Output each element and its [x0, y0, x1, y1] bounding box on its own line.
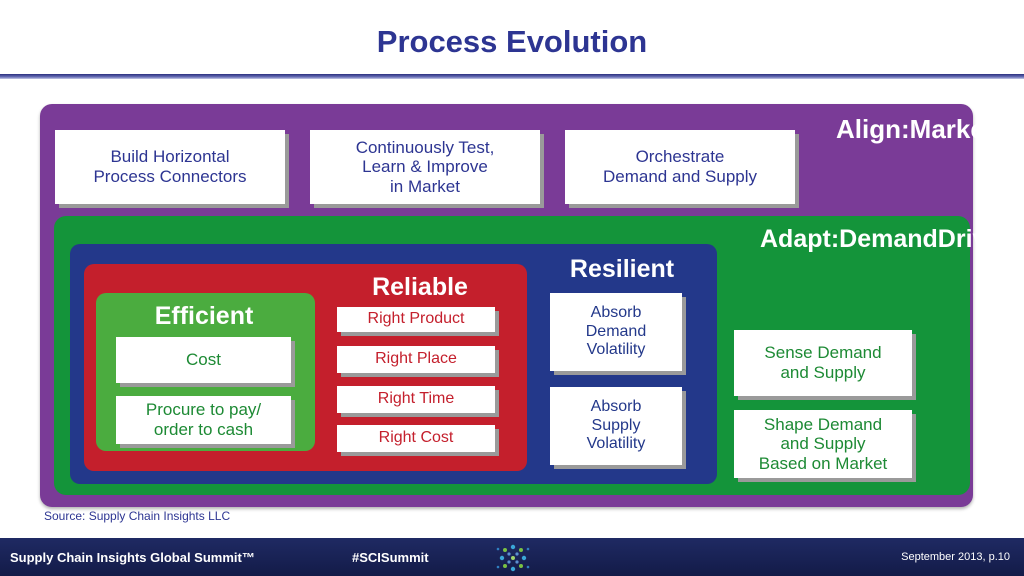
- footer-hashtag: #SCISummit: [352, 550, 429, 565]
- align-layer-label: Align:MarketDriven: [836, 114, 1024, 144]
- efficient-item-cost: Cost: [116, 337, 291, 383]
- reliable-item-place: Right Place: [337, 346, 495, 373]
- summit-logo-icon: [496, 544, 530, 572]
- title-rule: [0, 74, 1024, 79]
- adapt-layer-label: Adapt:DemandDriven: [760, 225, 1016, 253]
- page-title: Process Evolution: [376, 24, 648, 59]
- footer-date-page: September 2013, p.10: [901, 551, 1010, 563]
- footer-event-name: Supply Chain Insights Global Summit™: [10, 550, 255, 565]
- reliable-layer-label: Reliable: [372, 273, 468, 301]
- efficient-layer-label: Efficient: [154, 302, 254, 330]
- reliable-item-cost: Right Cost: [337, 425, 495, 452]
- efficient-item-procure: Procure to pay/order to cash: [116, 396, 291, 444]
- reliable-item-time: Right Time: [337, 386, 495, 413]
- reliable-item-product: Right Product: [337, 307, 495, 332]
- source-note: Source: Supply Chain Insights LLC: [44, 509, 231, 523]
- resilient-layer-label: Resilient: [569, 255, 675, 283]
